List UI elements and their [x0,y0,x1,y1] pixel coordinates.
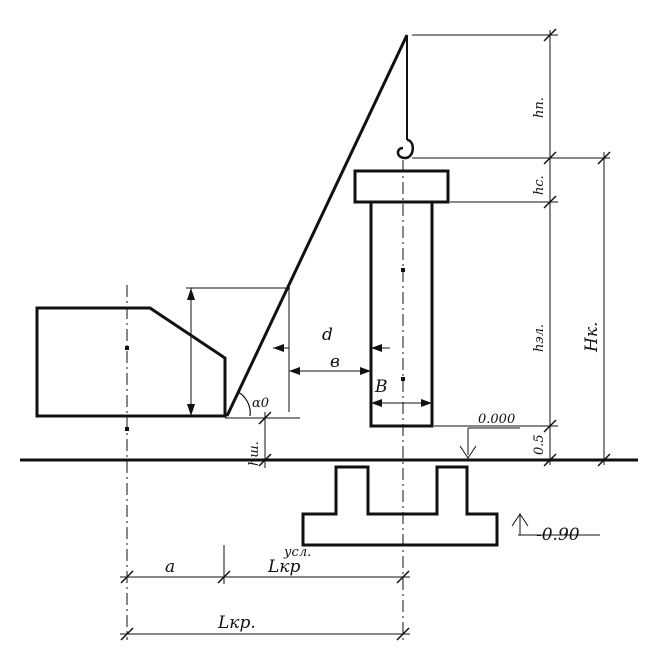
label-h-s: hс. [532,175,547,195]
hook [396,138,414,160]
label-H-k: Hк. [582,322,602,353]
element-center-point [401,268,405,272]
dim-B-arrow-right [421,399,432,407]
foundation [301,465,499,547]
label-d: d [322,325,333,345]
label-lkr: Lкр. [217,613,256,633]
dim-b-arrow-right [360,367,371,375]
crane-center-point [125,346,129,350]
dim-ticks [543,28,611,467]
minus-level-mark [511,513,529,527]
lifting-traverse [353,169,450,204]
label-lkr-usl-sup: усл. [283,545,311,560]
arrow-up [187,288,195,300]
label-alpha0: α0 [252,396,269,411]
label-minus-level: -0.90 [536,525,580,545]
dim-bottom-ticks [120,570,410,641]
label-h-p: hп. [532,97,547,118]
label-zero-level: 0.000 [478,412,515,427]
crane-boom [225,34,409,417]
dim-d-arrow-left [273,344,284,352]
dim-B-arrow-left [371,399,382,407]
arrow-down [187,404,195,416]
dim-b-arrow-left [289,367,300,375]
crane-body [35,306,227,418]
element-lower-point [401,377,405,381]
dim-d-arrow-right [371,344,382,352]
label-h-sh: hш. [247,441,262,466]
label-h-el: hэл. [532,324,547,352]
zero-level-mark [459,445,477,459]
label-lkr-usl: Lкр [267,557,300,577]
label-h-0: 0.5 [532,434,547,455]
label-b-lower: в [330,352,340,372]
dim-hsh-ticks [258,411,272,467]
label-b-upper: В [374,377,388,397]
alpha-arc [237,391,251,417]
column-element [369,200,434,428]
crane-pivot-point [125,427,129,431]
label-a: a [165,557,175,577]
